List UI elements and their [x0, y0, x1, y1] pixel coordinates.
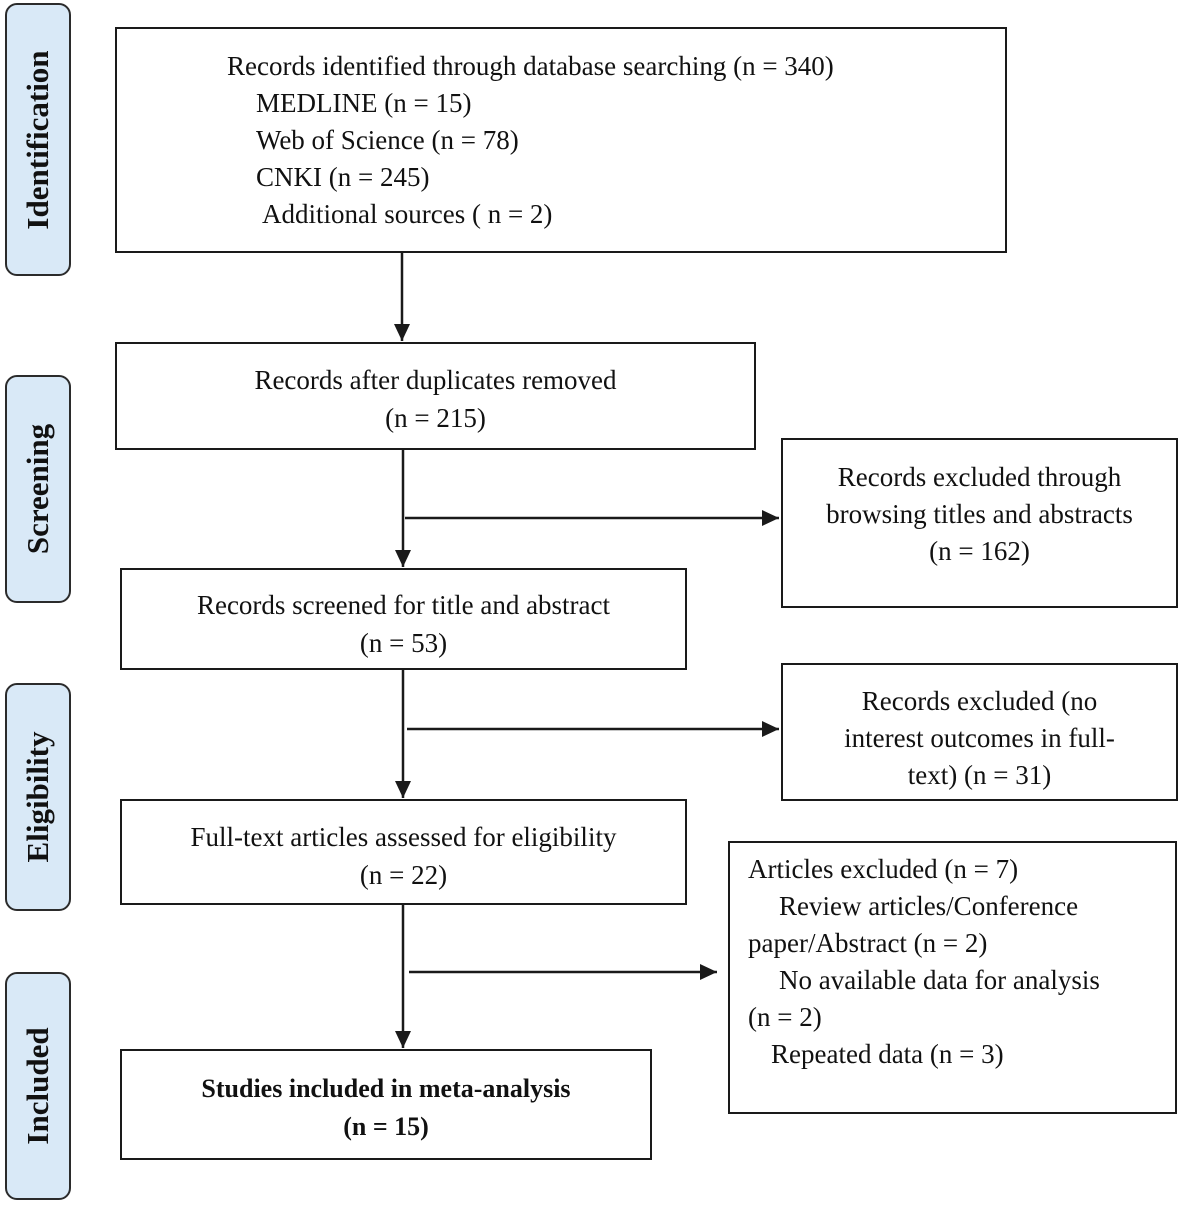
screened-box: Records screened for title and abstract … — [120, 568, 687, 670]
articles-excluded-nodata: No available data for analysis — [779, 965, 1100, 995]
excluded-titles-count: (n = 162) — [929, 536, 1030, 566]
stage-tab-included: Included — [5, 972, 71, 1200]
included-line1: Studies included in meta-analysis — [201, 1074, 571, 1103]
excluded-titles-line2: browsing titles and abstracts — [826, 499, 1133, 529]
screened-line1: Records screened for title and abstract — [196, 590, 611, 620]
excluded-fulltext-count: text) (n = 31) — [907, 760, 1052, 790]
excluded-titles-box: Records excluded through browsing titles… — [781, 438, 1178, 608]
articles-excluded-review-count: paper/Abstract (n = 2) — [748, 928, 988, 958]
identification-line-additional: Additional sources ( n = 2) — [262, 199, 553, 229]
identification-line-cnki: CNKI (n = 245) — [256, 162, 430, 192]
stage-tab-identification: Identification — [5, 3, 71, 276]
stage-tab-eligibility: Eligibility — [5, 683, 71, 911]
excluded-fulltext-line2: interest outcomes in full- — [844, 723, 1115, 753]
identification-line-medline: MEDLINE (n = 15) — [256, 88, 472, 118]
articles-excluded-review: Review articles/Conference — [779, 891, 1079, 921]
duplicates-line1: Records after duplicates removed — [254, 365, 617, 395]
articles-excluded-repeated: Repeated data (n = 3) — [771, 1039, 1004, 1069]
identification-line-wos: Web of Science (n = 78) — [256, 125, 519, 155]
duplicates-count: (n = 215) — [385, 403, 486, 433]
duplicates-removed-box: Records after duplicates removed (n = 21… — [115, 342, 756, 450]
identification-box: Records identified through database sear… — [115, 27, 1007, 253]
included-count: (n = 15) — [343, 1112, 429, 1141]
fulltext-count: (n = 22) — [359, 860, 448, 890]
articles-excluded-box: Articles excluded (n = 7) Review article… — [728, 841, 1177, 1114]
articles-excluded-title: Articles excluded (n = 7) — [748, 854, 1019, 884]
screened-count: (n = 53) — [359, 628, 448, 658]
excluded-fulltext-box: Records excluded (no interest outcomes i… — [781, 663, 1178, 801]
fulltext-assessed-box: Full-text articles assessed for eligibil… — [120, 799, 687, 905]
articles-excluded-nodata-count: (n = 2) — [748, 1002, 822, 1032]
fulltext-line1: Full-text articles assessed for eligibil… — [190, 822, 617, 852]
excluded-fulltext-line1: Records excluded (no — [861, 686, 1098, 716]
identification-title: Records identified through database sear… — [227, 51, 834, 81]
stage-tab-screening: Screening — [5, 375, 71, 603]
excluded-titles-line1: Records excluded through — [837, 462, 1122, 492]
studies-included-box: Studies included in meta-analysis (n = 1… — [120, 1049, 652, 1160]
